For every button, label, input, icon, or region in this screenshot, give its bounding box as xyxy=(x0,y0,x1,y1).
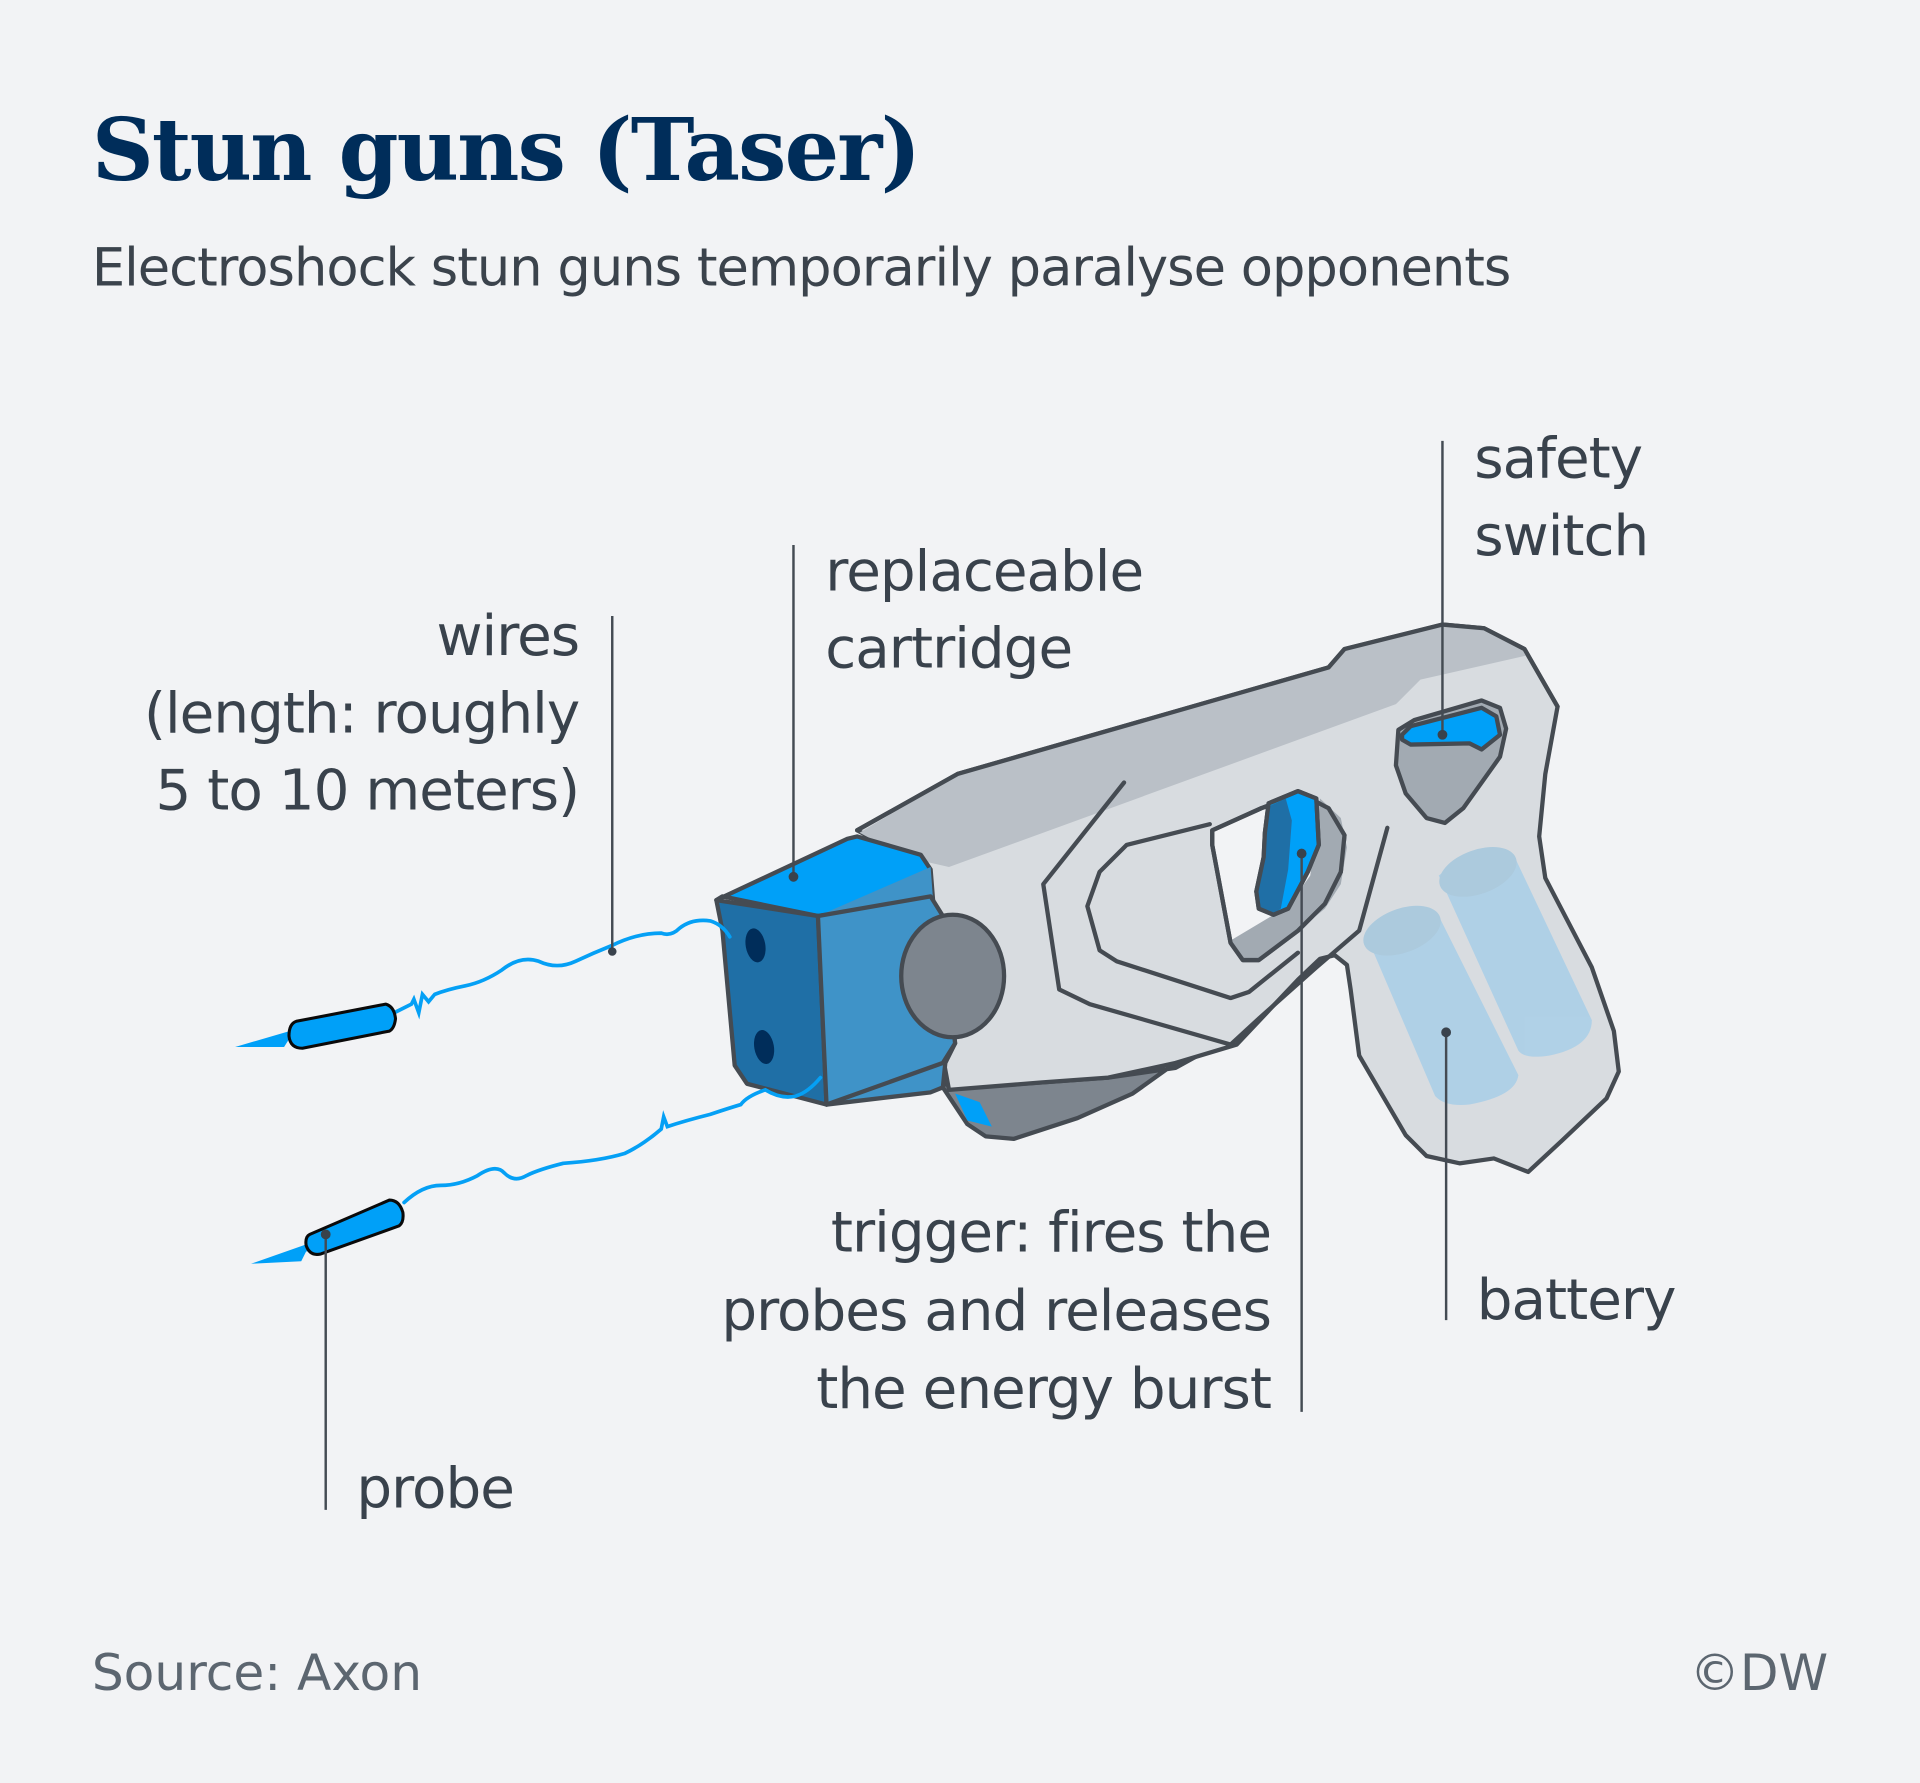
label-trigger-line-1: trigger: fires the xyxy=(831,1201,1271,1266)
dw-copyright: ©DW xyxy=(1690,1643,1828,1702)
frame-contour-inner xyxy=(1085,822,1301,1001)
gun-muzzle-cap xyxy=(899,912,1007,1040)
leader-dot-trigger xyxy=(1296,848,1307,859)
battery-cell-front-top xyxy=(1363,905,1441,956)
battery-cells xyxy=(1363,847,1592,1106)
page-subtitle: Electroshock stun guns temporarily paral… xyxy=(92,237,1511,298)
probe-bottom-barb xyxy=(251,1239,321,1264)
probe-port-bottom xyxy=(753,1030,775,1064)
taser-illustration xyxy=(235,622,1621,1264)
label-battery-line-1: battery xyxy=(1477,1268,1676,1333)
safety-switch xyxy=(1399,705,1503,752)
battery-cell-back-top xyxy=(1439,847,1517,897)
underbody-blue-accent xyxy=(955,1093,992,1127)
label-probe: probe xyxy=(320,1229,515,1521)
label-wires-line-1: wires xyxy=(436,604,579,669)
label-safety-line-1: safety xyxy=(1474,427,1642,492)
probe-port-top xyxy=(745,928,766,963)
source-credit: Source: Axon xyxy=(92,1643,422,1702)
leader-dot-battery xyxy=(1441,1027,1452,1038)
gun-slide-outline xyxy=(855,622,1560,833)
probe-bottom xyxy=(251,1198,405,1264)
battery-cell-front xyxy=(1365,912,1519,1106)
label-wires-line-3: 5 to 10 meters) xyxy=(155,758,579,823)
label-cartridge-line-1: replaceable xyxy=(825,539,1143,604)
label-trigger: trigger: fires the probes and releases t… xyxy=(721,848,1307,1422)
wire-top xyxy=(390,918,732,1020)
label-wires: wires (length: roughly 5 to 10 meters) xyxy=(144,604,617,956)
label-trigger-line-3: the energy burst xyxy=(816,1357,1271,1422)
cartridge xyxy=(714,834,958,1107)
trigger-outline xyxy=(1254,788,1321,917)
frame-contour-outer xyxy=(1041,780,1390,1047)
leader-dot-safety xyxy=(1437,729,1448,740)
leader-dot-probe xyxy=(320,1229,331,1240)
label-battery: battery xyxy=(1441,1027,1676,1333)
leader-dot-wires xyxy=(607,947,617,956)
probe-top-body xyxy=(287,1002,398,1050)
label-safety-line-2: switch xyxy=(1474,504,1648,569)
label-cartridge: replaceable cartridge xyxy=(788,539,1144,882)
probe-bottom-body xyxy=(304,1198,405,1256)
page-title: Stun guns (Taser) xyxy=(92,101,919,201)
leader-dot-cartridge xyxy=(788,871,799,882)
gun-slide-top xyxy=(859,624,1529,868)
label-wires-line-2: (length: roughly xyxy=(144,681,579,746)
label-probe-line-1: probe xyxy=(356,1456,514,1521)
wire-bottom xyxy=(402,1075,823,1205)
label-trigger-line-2: probes and releases xyxy=(721,1279,1271,1344)
trigger-shade xyxy=(1257,798,1292,914)
battery-cell-back xyxy=(1438,855,1592,1057)
label-cartridge-line-2: cartridge xyxy=(825,616,1072,681)
label-safety-switch: safety switch xyxy=(1437,427,1649,740)
